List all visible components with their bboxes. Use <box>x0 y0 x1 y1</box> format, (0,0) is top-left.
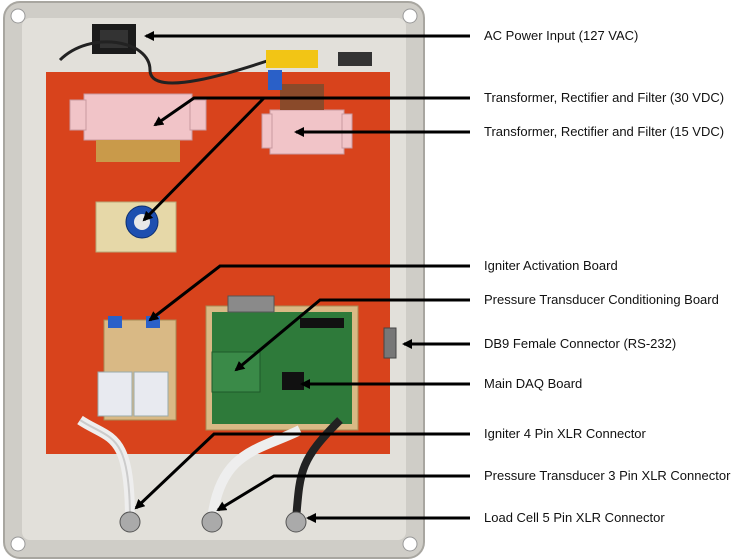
ac-power-socket <box>92 24 136 54</box>
label-ac-power: AC Power Input (127 VAC) <box>484 28 639 43</box>
db9-connector <box>383 327 397 359</box>
label-loadcell-xlr: Load Cell 5 Pin XLR Connector <box>484 510 665 525</box>
arrow-igniter-board <box>148 264 470 322</box>
label-transformer-15v: Transformer, Rectifier and Filter (15 VD… <box>484 124 725 139</box>
label-pressure-board: Pressure Transducer Conditioning Board <box>484 292 719 307</box>
annotation-arrows <box>134 31 470 523</box>
arrow-pressure-xlr <box>216 474 470 512</box>
label-igniter-board: Igniter Activation Board <box>484 258 618 273</box>
label-pressure-xlr: Pressure Transducer 3 Pin XLR Connector <box>484 468 731 483</box>
xlr-pressure <box>201 511 223 533</box>
label-db9: DB9 Female Connector (RS-232) <box>484 336 677 351</box>
rectifier-board <box>95 201 177 253</box>
arrow-pressure-board <box>234 298 470 372</box>
arrow-transformer-30v <box>153 96 470 127</box>
label-main-daq: Main DAQ Board <box>484 376 583 391</box>
arrow-igniter-xlr <box>134 432 470 510</box>
label-igniter-xlr: Igniter 4 Pin XLR Connector <box>484 426 646 441</box>
arrow-rectifier-30v <box>142 96 266 222</box>
transformer-30v <box>69 93 207 162</box>
igniter-board <box>97 316 177 421</box>
xlr-loadcell <box>285 511 307 533</box>
main-daq-board <box>205 295 359 431</box>
label-transformer-30v: Transformer, Rectifier and Filter (30 VD… <box>484 90 725 105</box>
xlr-igniter <box>119 511 141 533</box>
yellow-terminal <box>266 50 318 68</box>
